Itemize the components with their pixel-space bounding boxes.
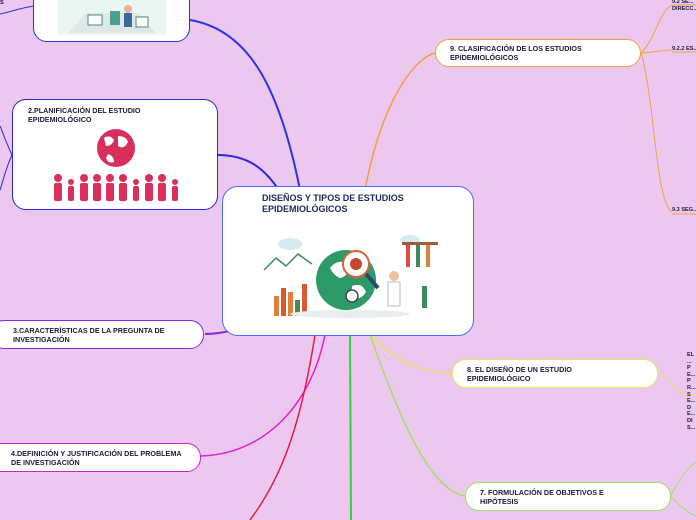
epidemiology-illustration (260, 230, 442, 322)
node-planificacion[interactable]: 2.PLANIFICACIÓN DEL ESTUDIO EPIDEMIOLÓGI… (12, 99, 218, 210)
node-objetivos[interactable]: 7. FORMULACIÓN DE OBJETIVOS E HIPÓTESIS (465, 482, 671, 511)
subtopic-9-3[interactable]: 9.3 SEG... (672, 207, 696, 213)
illustration-image (58, 0, 166, 35)
subtopic-9-2-2[interactable]: 9.2.2 ES... (672, 46, 696, 52)
population-globe-image (46, 126, 186, 204)
central-title: DISEÑOS Y TIPOS DE ESTUDIOS EPIDEMIOLÓGI… (262, 193, 404, 214)
node-definicion[interactable]: 4.DEFINICIÓN Y JUSTIFICACIÓN DEL PROBLEM… (0, 443, 201, 472)
node-planificacion-label: 2.PLANIFICACIÓN DEL ESTUDIO EPIDEMIOLÓGI… (28, 106, 141, 124)
node-objetivos-label: 7. FORMULACIÓN DE OBJETIVOS E HIPÓTESIS (480, 488, 604, 506)
node-clasificacion[interactable]: 9. CLASIFICACIÓN DE LOS ESTUDIOS EPIDEMI… (435, 39, 641, 67)
node-diseno[interactable]: 8. EL DISEÑO DE UN ESTUDIO EPIDEMIOLÓGIC… (452, 359, 658, 388)
node-caracteristicas-label: 3.CARACTERÍSTICAS DE LA PREGUNTA DE INVE… (13, 326, 165, 344)
node-diseno-label: 8. EL DISEÑO DE UN ESTUDIO EPIDEMIOLÓGIC… (467, 365, 572, 383)
node-caracteristicas[interactable]: 3.CARACTERÍSTICAS DE LA PREGUNTA DE INVE… (0, 320, 204, 349)
left-edge-label: S (0, 0, 4, 6)
subtopic-9-2[interactable]: 9.2 SE... DIRECC... (672, 0, 696, 12)
subtopic-8-text[interactable]: EL ... PE... PR... SE... DE... DIS... (687, 352, 696, 431)
node-definicion-label: 4.DEFINICIÓN Y JUSTIFICACIÓN DEL PROBLEM… (11, 449, 182, 467)
node-clasificacion-label: 9. CLASIFICACIÓN DE LOS ESTUDIOS EPIDEMI… (450, 44, 582, 62)
node-topic-1[interactable] (33, 0, 190, 42)
